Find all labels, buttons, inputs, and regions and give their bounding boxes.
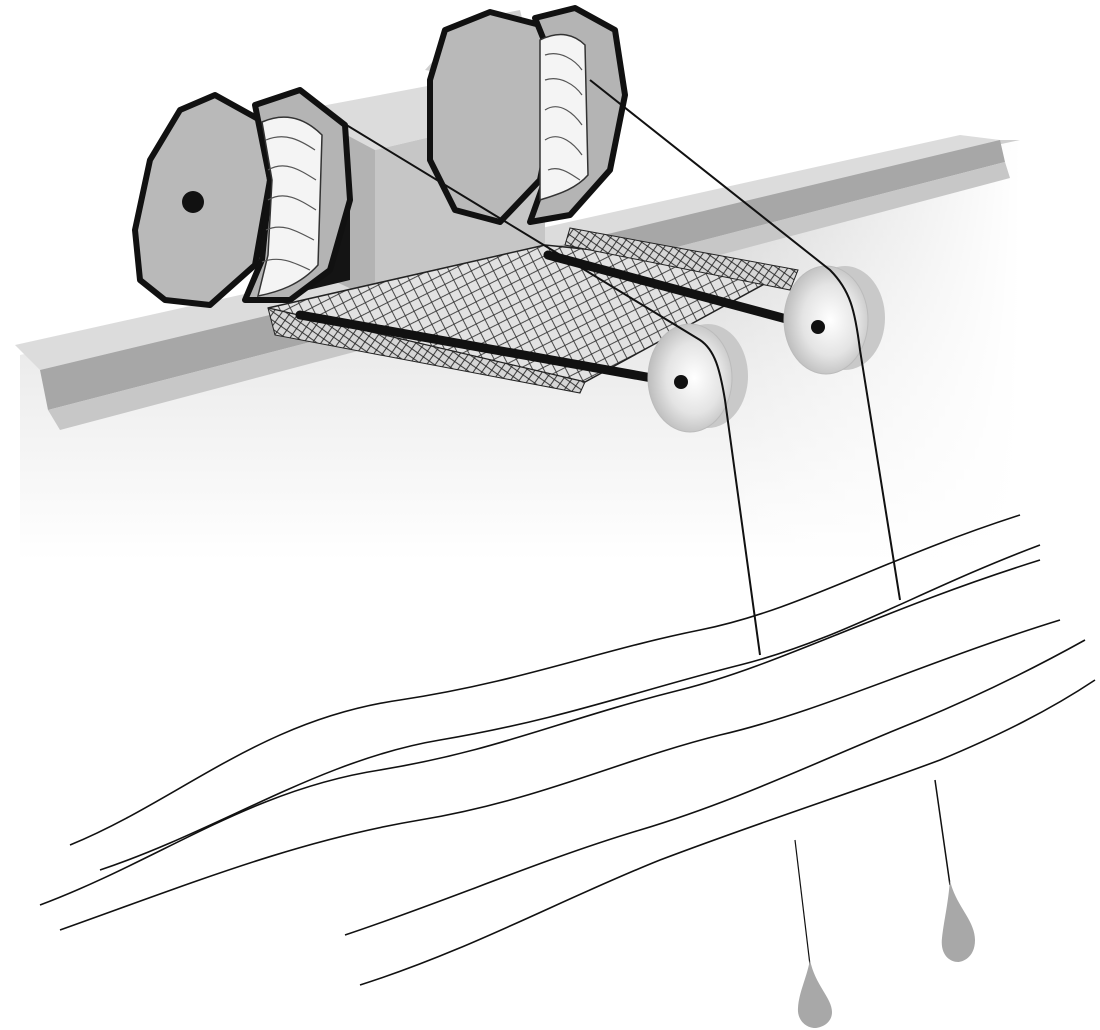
spool-icon bbox=[430, 8, 625, 222]
guide-wheel-icon bbox=[784, 266, 885, 374]
spool-icon bbox=[135, 90, 350, 305]
guide-wheel-icon bbox=[648, 324, 748, 432]
